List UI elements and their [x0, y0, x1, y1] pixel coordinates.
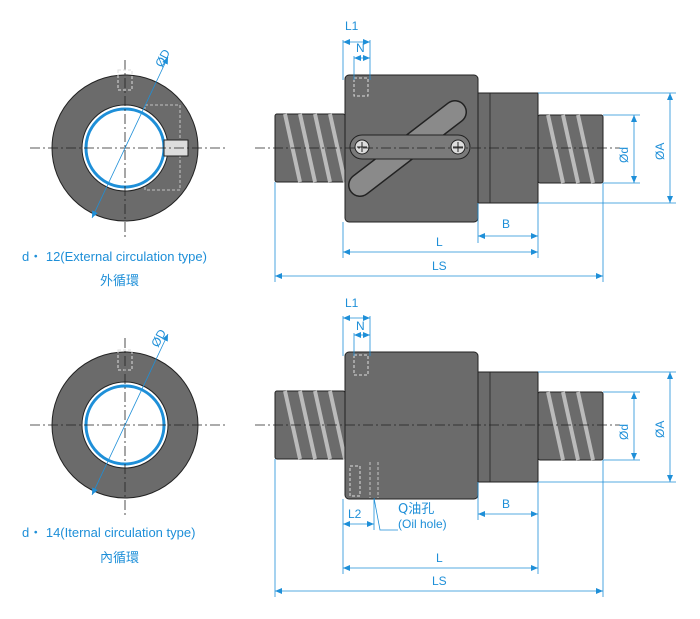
bottom-caption-cn: 內循環 — [100, 551, 139, 566]
top-end-view: ØD — [30, 47, 225, 238]
bottom-dim-A: ØA — [653, 421, 667, 438]
top-dim-N: N — [356, 41, 365, 55]
top-dim-A: ØA — [653, 143, 667, 160]
bottom-dim-L1: L1 — [345, 296, 359, 310]
bottom-right-thread — [537, 391, 604, 461]
bottom-nut-flange-side — [477, 371, 539, 483]
bottom-oil-hole-en: (Oil hole) — [398, 517, 447, 531]
top-dim-B: B — [502, 217, 510, 231]
bottom-od-label: ØD — [148, 327, 169, 350]
top-tube-clamp — [349, 134, 471, 160]
top-od-label: ØD — [152, 47, 173, 70]
bottom-nut-body — [344, 351, 479, 500]
top-caption-cn: 外循環 — [100, 274, 139, 289]
bottom-side-view: L1 N Ød ØA B L2 Q油孔 (Oil hole) L LS — [255, 296, 676, 597]
bottom-oil-hole-hidden — [349, 465, 361, 497]
bottom-dim-L2: L2 — [348, 507, 362, 521]
bottom-dim-N: N — [356, 319, 365, 333]
bottom-dim-B: B — [502, 497, 510, 511]
bottom-end-view: ØD — [30, 327, 225, 515]
bottom-od-dim-line — [91, 333, 169, 496]
top-side-view: L1 N Ød ØA B L LS — [255, 19, 676, 282]
bottom-dim-d: Ød — [617, 424, 631, 440]
top-od-dim-line — [91, 56, 169, 219]
top-dim-LS: LS — [432, 259, 447, 273]
top-dim-L: L — [436, 235, 443, 249]
bottom-dim-L: L — [436, 551, 443, 565]
bottom-caption-type: d・ 14(Iternal circulation type) — [22, 525, 195, 540]
bottom-oil-hole-cn: Q油孔 — [398, 502, 434, 517]
bottom-setscrew-hidden — [353, 354, 369, 376]
top-caption-type: d・ 12(External circulation type) — [22, 249, 207, 264]
top-right-thread — [537, 114, 604, 184]
bottom-dim-LS: LS — [432, 574, 447, 588]
top-dim-d: Ød — [617, 147, 631, 163]
top-dim-L1: L1 — [345, 19, 359, 33]
top-setscrew-hidden — [353, 77, 369, 97]
